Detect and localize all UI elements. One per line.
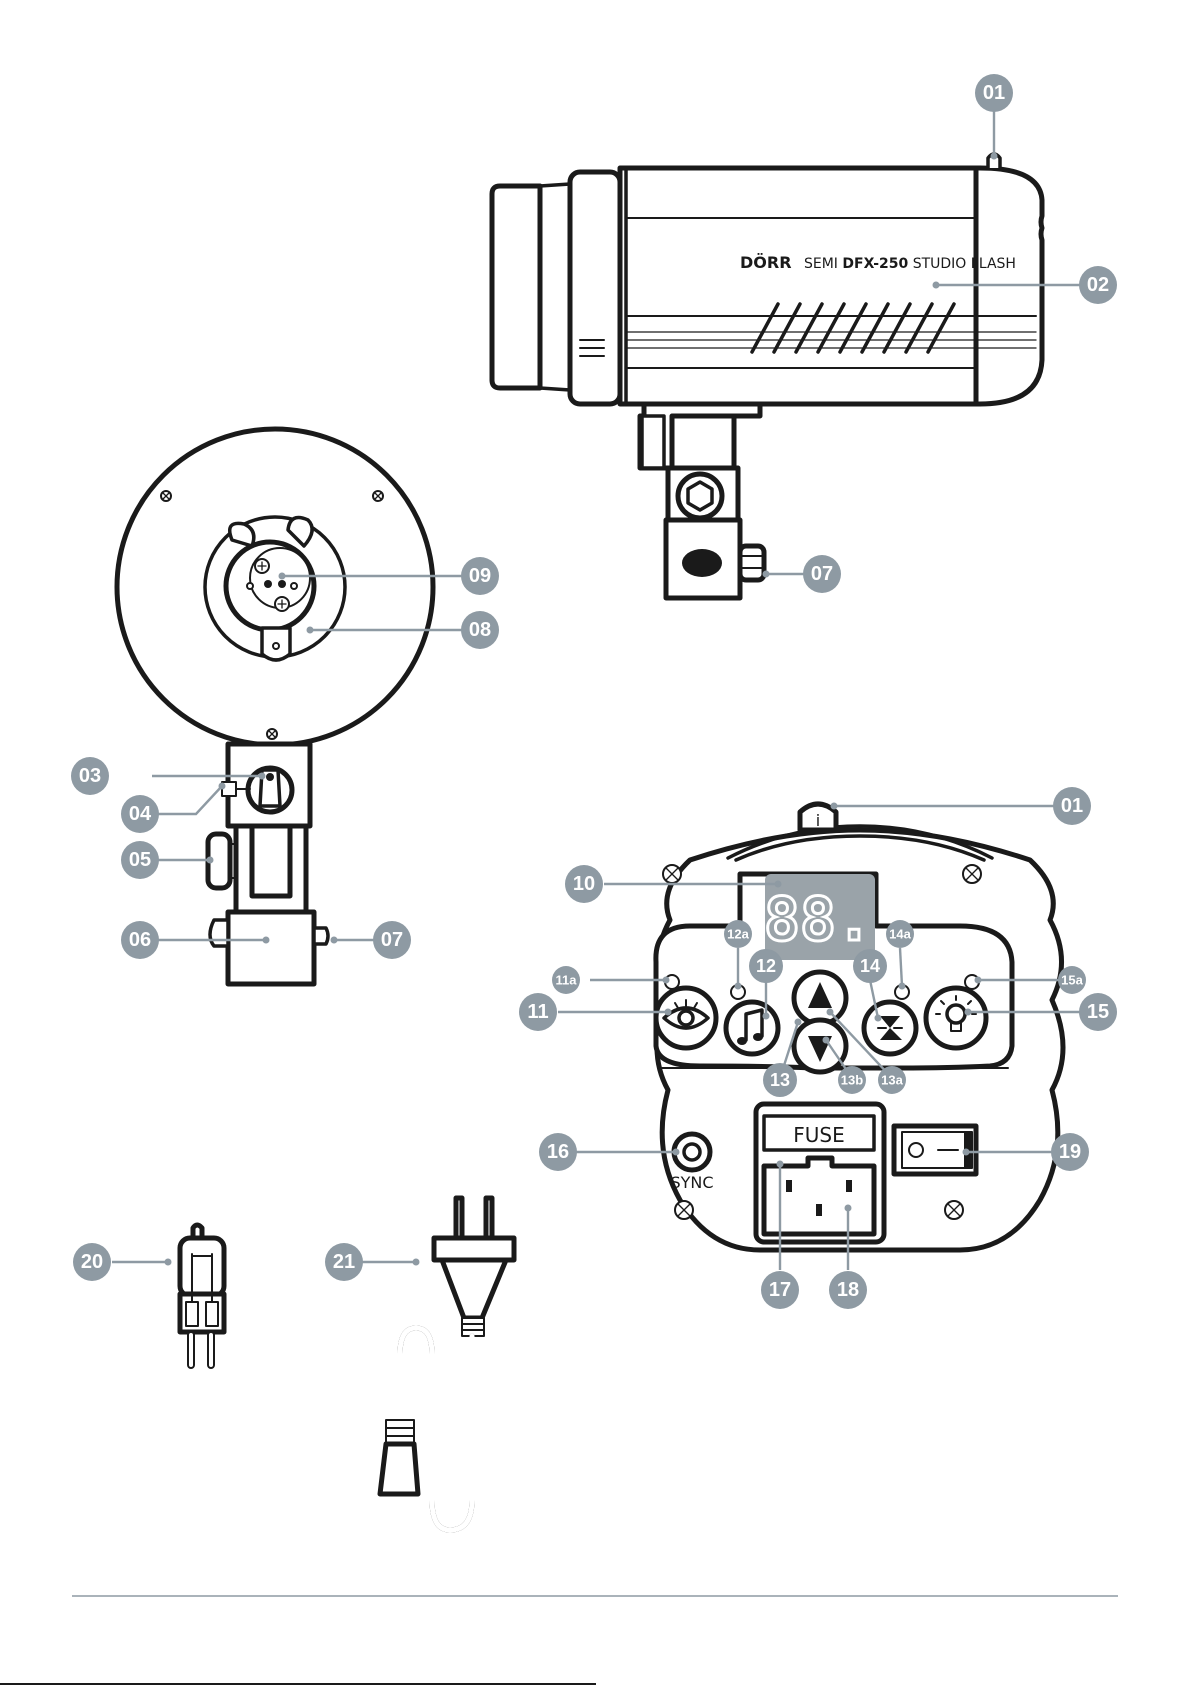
reflector-screw xyxy=(267,729,277,739)
power-cable xyxy=(380,1198,514,1530)
svg-text:11: 11 xyxy=(527,1001,548,1023)
callout-13: 13 xyxy=(763,1063,797,1097)
test-flash-button[interactable] xyxy=(864,1002,916,1054)
callout-15a: 15a xyxy=(1058,966,1086,994)
svg-text:14a: 14a xyxy=(889,927,911,942)
callout-03: 03 xyxy=(71,757,109,795)
svg-text:10: 10 xyxy=(573,873,595,895)
svg-text:13a: 13a xyxy=(881,1073,903,1088)
display-digits: 88. xyxy=(764,885,872,955)
svg-text:04: 04 xyxy=(129,803,152,825)
callout-01-top: 01 xyxy=(975,74,1013,112)
callout-13a: 13a xyxy=(878,1066,906,1094)
callout-08: 08 xyxy=(461,611,499,649)
callout-02: 02 xyxy=(1079,266,1117,304)
callout-10: 10 xyxy=(565,865,603,903)
svg-text:13: 13 xyxy=(770,1070,790,1090)
sound-button[interactable] xyxy=(726,1002,778,1054)
model-suffix: STUDIO FLASH xyxy=(908,256,1016,272)
svg-text:12: 12 xyxy=(756,956,776,976)
callout-07-mount: 07 xyxy=(373,921,411,959)
callout-05: 05 xyxy=(121,841,159,879)
svg-text:SEMI DFX-250 STUDIO FLASH: SEMI DFX-250 STUDIO FLASH xyxy=(804,256,1016,272)
svg-text:01: 01 xyxy=(983,82,1005,104)
callout-04: 04 xyxy=(121,795,159,833)
reflector-screw xyxy=(161,491,171,501)
callout-09: 09 xyxy=(461,557,499,595)
svg-text:20: 20 xyxy=(81,1251,103,1273)
callout-19: 19 xyxy=(1051,1133,1089,1171)
svg-text:15: 15 xyxy=(1087,1001,1109,1023)
svg-text:07: 07 xyxy=(381,929,403,951)
svg-text:16: 16 xyxy=(547,1141,569,1163)
svg-text:12a: 12a xyxy=(727,927,749,942)
flash-head-side-view: DÖRR SEMI DFX-250 STUDIO FLASH xyxy=(492,154,1042,598)
svg-text:08: 08 xyxy=(469,619,491,641)
callout-13b: 13b xyxy=(838,1066,866,1094)
callout-17: 17 xyxy=(761,1271,799,1309)
svg-text:09: 09 xyxy=(469,565,491,587)
fuse-label: FUSE xyxy=(793,1123,844,1147)
svg-text:01: 01 xyxy=(1061,795,1083,817)
svg-text:06: 06 xyxy=(129,929,151,951)
panel-screw xyxy=(945,1201,963,1219)
reflector-front-view xyxy=(117,429,433,984)
model-name: DFX-250 xyxy=(842,256,908,272)
svg-text:15a: 15a xyxy=(1061,973,1083,988)
power-up-button[interactable] xyxy=(794,972,846,1024)
callout-14: 14 xyxy=(853,949,887,983)
control-panel-rear-view: i 88. xyxy=(656,804,1063,1250)
callout-18: 18 xyxy=(829,1271,867,1309)
model-prefix: SEMI xyxy=(804,256,842,272)
svg-text:03: 03 xyxy=(79,765,101,787)
callout-11: 11 xyxy=(519,993,557,1031)
callout-12a: 12a xyxy=(724,920,752,948)
panel-screw xyxy=(963,865,981,883)
svg-text:21: 21 xyxy=(333,1251,355,1273)
modelling-light-button[interactable] xyxy=(926,988,986,1048)
slave-button[interactable] xyxy=(656,988,716,1048)
panel-screw xyxy=(663,865,681,883)
svg-text:18: 18 xyxy=(837,1279,859,1301)
callout-06: 06 xyxy=(121,921,159,959)
callout-07-side: 07 xyxy=(803,555,841,593)
svg-text:11a: 11a xyxy=(556,973,578,988)
sync-label: SYNC xyxy=(670,1173,713,1192)
svg-text:19: 19 xyxy=(1059,1141,1081,1163)
callout-14a: 14a xyxy=(886,920,914,948)
callout-11a: 11a xyxy=(552,966,580,994)
callout-12: 12 xyxy=(749,949,783,983)
brand-logo: DÖRR xyxy=(740,253,792,272)
panel-screw xyxy=(675,1201,693,1219)
halogen-bulb xyxy=(180,1225,224,1368)
callout-20: 20 xyxy=(73,1243,111,1281)
svg-text:13b: 13b xyxy=(841,1073,863,1088)
info-icon: i xyxy=(816,811,820,830)
callout-01-panel: 01 xyxy=(1053,787,1091,825)
svg-text:05: 05 xyxy=(129,849,151,871)
reflector-screw xyxy=(373,491,383,501)
svg-text:14: 14 xyxy=(860,956,880,976)
svg-text:07: 07 xyxy=(811,563,833,585)
power-down-button[interactable] xyxy=(794,1020,846,1072)
callout-15: 15 xyxy=(1079,993,1117,1031)
svg-text:02: 02 xyxy=(1087,274,1109,296)
callout-16: 16 xyxy=(539,1133,577,1171)
callout-21: 21 xyxy=(325,1243,363,1281)
svg-text:17: 17 xyxy=(769,1279,791,1301)
